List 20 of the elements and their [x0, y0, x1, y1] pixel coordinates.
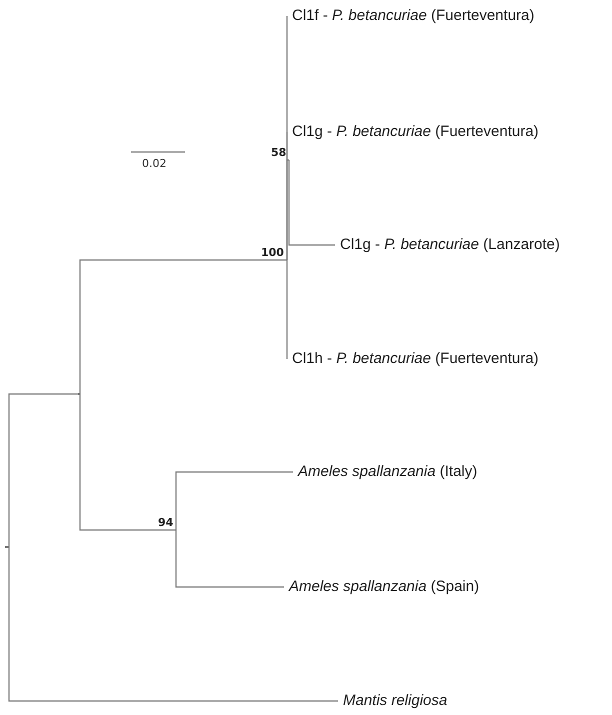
tree-branch	[175, 471, 293, 530]
tree-branch	[8, 547, 338, 702]
taxon-label: Cl1g - P. betancuriae (Fuerteventura)	[292, 123, 539, 141]
tree-branch	[79, 394, 176, 531]
taxon-label: Mantis religiosa	[343, 692, 448, 710]
tree-branch	[8, 393, 80, 547]
taxon-label: Cl1h - P. betancuriae (Fuerteventura)	[292, 350, 539, 368]
taxon-label: Cl1f - P. betancuriae (Fuerteventura)	[292, 7, 534, 25]
taxon-label: Ameles spallanzania (Spain)	[289, 578, 480, 596]
bootstrap-value: 94	[158, 516, 174, 529]
tree-branch	[286, 159, 289, 260]
taxon-label: Cl1g - P. betancuriae (Lanzarote)	[340, 236, 560, 254]
tree-branch	[175, 530, 284, 588]
bootstrap-value: 100	[261, 246, 284, 259]
tree-branch	[79, 259, 287, 394]
bootstrap-value: 58	[271, 146, 286, 159]
taxon-label: Ameles spallanzania (Italy)	[298, 463, 478, 481]
tree-branch	[286, 260, 288, 360]
scale-value: 0.02	[142, 157, 166, 170]
tree-branch	[288, 160, 335, 246]
